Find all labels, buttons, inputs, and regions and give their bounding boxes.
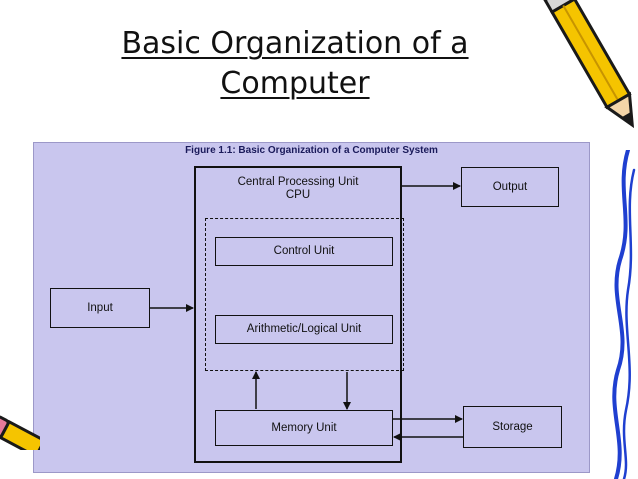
pencil-icon [542, 0, 635, 129]
figure-caption: Figure 1.1: Basic Organization of a Comp… [185, 145, 438, 156]
blue-squiggle [612, 150, 636, 479]
alu-box: Arithmetic/Logical Unit [215, 315, 393, 344]
control-unit-box: Control Unit [215, 237, 393, 266]
computer-organization-diagram: Figure 1.1: Basic Organization of a Comp… [33, 142, 590, 473]
input-box: Input [50, 288, 150, 328]
storage-box: Storage [463, 406, 562, 448]
cpu-block: Central Processing Unit CPU [194, 166, 402, 463]
slide-title-line-2: Computer [220, 66, 370, 101]
pencil-icon [0, 415, 40, 450]
control-alu-group [205, 218, 404, 371]
cpu-label: Central Processing Unit CPU [196, 176, 400, 202]
output-box: Output [461, 167, 559, 207]
slide-title-line-1: Basic Organization of a [121, 26, 469, 61]
diagram-arrows [150, 182, 463, 441]
slide-title: Basic Organization of a Computer [60, 24, 530, 104]
cpu-label-line-2: CPU [285, 189, 311, 201]
memory-unit-box: Memory Unit [215, 410, 393, 446]
cpu-label-line-1: Central Processing Unit [237, 176, 359, 188]
